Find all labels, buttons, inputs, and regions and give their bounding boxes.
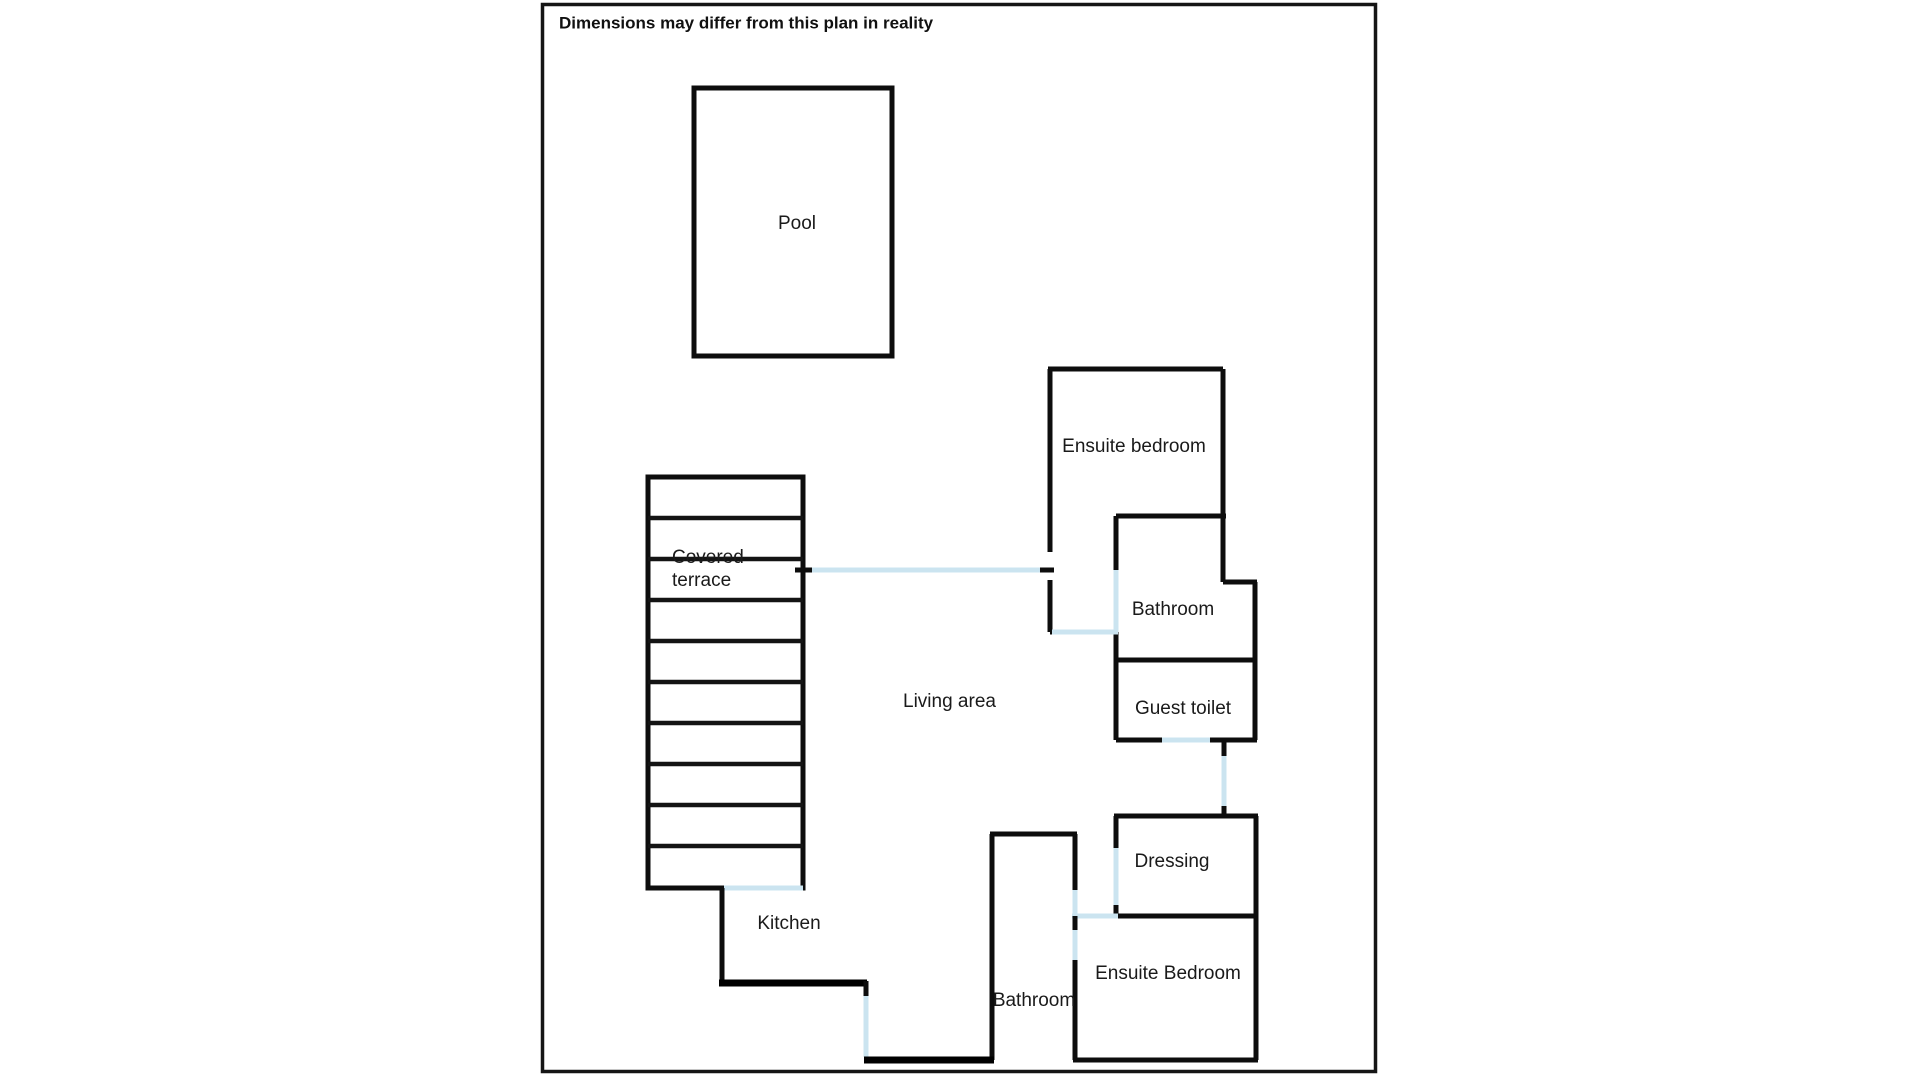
room-bathroom-lower: Bathroom <box>989 831 1078 1060</box>
covered-terrace-label-line2: terrace <box>672 570 731 591</box>
dressing-label: Dressing <box>1135 851 1210 872</box>
room-ensuite-bedroom-upper: Ensuite bedroom <box>1047 366 1226 635</box>
ensuite-bedroom-upper-label: Ensuite bedroom <box>1062 436 1206 457</box>
pool-outline <box>691 85 895 359</box>
room-dressing: Dressing <box>1113 813 1259 919</box>
room-guest-toilet: Guest toilet <box>1113 660 1258 743</box>
covered-terrace-label-line1: Covered <box>672 547 744 568</box>
kitchen-label: Kitchen <box>757 913 820 934</box>
room-pool: Pool <box>691 85 895 359</box>
room-covered-terrace: Covered terrace <box>645 474 806 891</box>
bathroom-upper-label: Bathroom <box>1132 599 1214 620</box>
living-area-label: Living area <box>903 691 996 712</box>
pool-label: Pool <box>778 213 816 234</box>
bathroom-lower-label: Bathroom <box>993 990 1075 1011</box>
room-kitchen: Kitchen <box>719 888 869 998</box>
guest-toilet-label: Guest toilet <box>1135 698 1232 719</box>
dimensions-note: Dimensions may differ from this plan in … <box>559 13 934 32</box>
room-bathroom-upper: Bathroom <box>1113 516 1258 663</box>
ensuite-bedroom-lower-label: Ensuite Bedroom <box>1095 963 1241 984</box>
